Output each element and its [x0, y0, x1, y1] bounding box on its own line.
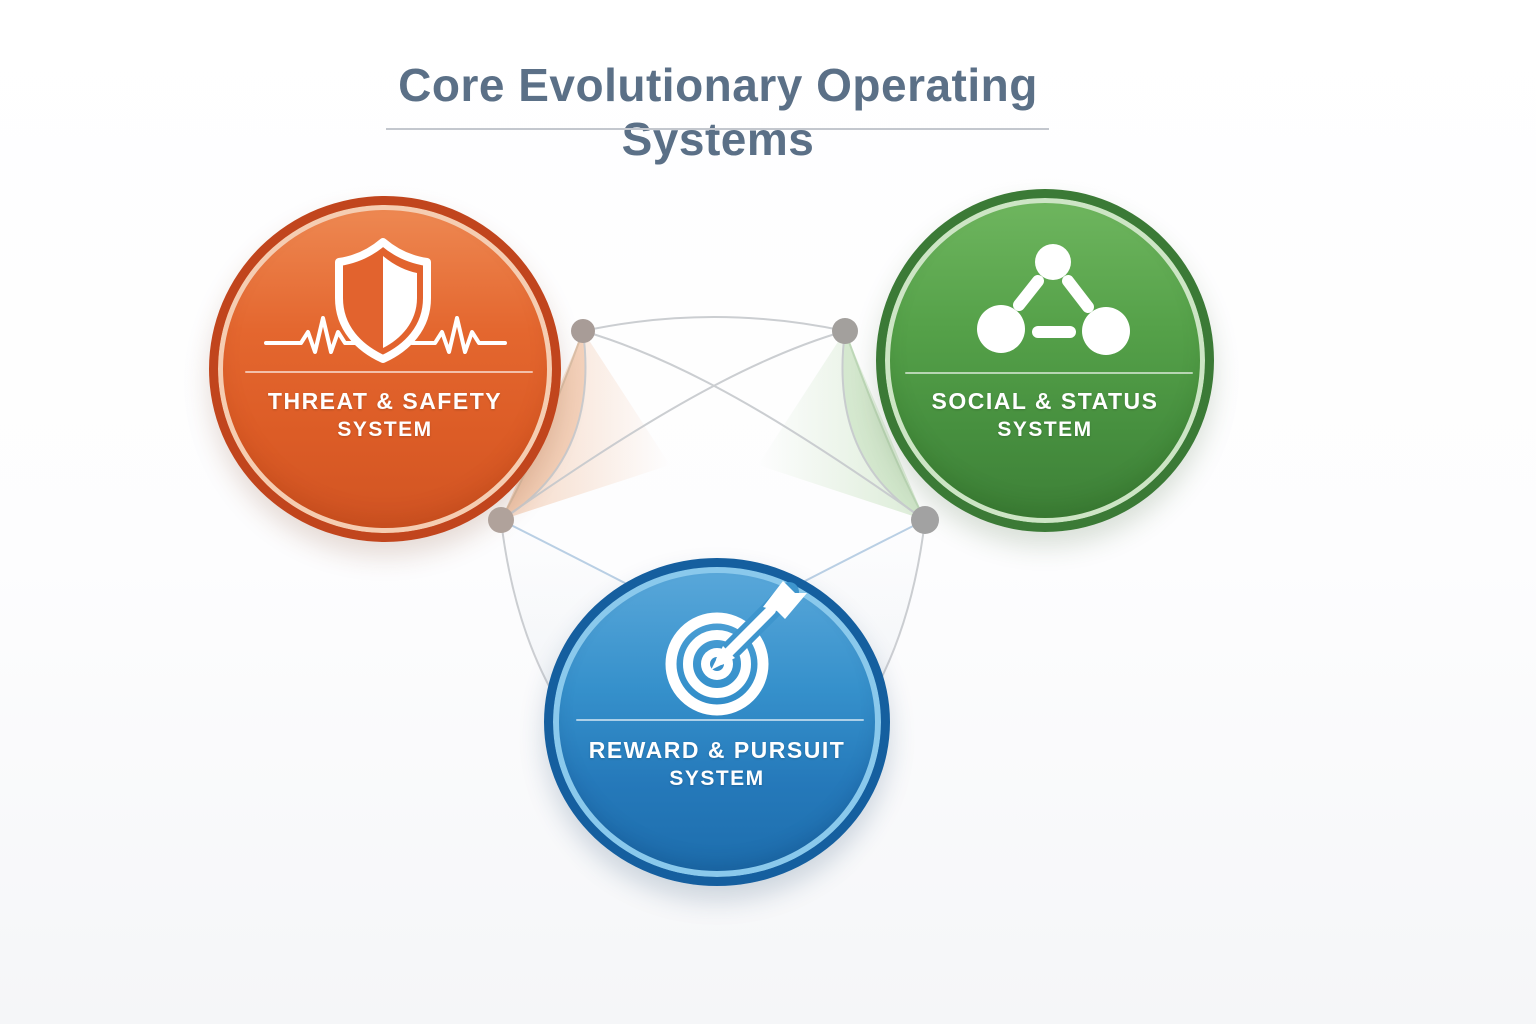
social-status-label: SOCIAL & STATUS SYSTEM: [885, 387, 1205, 443]
green-wedge-shape: [758, 331, 925, 520]
title-underline: [386, 128, 1049, 130]
threat-safety-label-line1: THREAT & SAFETY: [267, 388, 503, 414]
reward-pursuit-label-line1: REWARD & PURSUIT: [588, 737, 846, 763]
social-status-label-line2: SYSTEM: [997, 418, 1093, 441]
reward-divider: [576, 719, 864, 721]
threat-safety-label: THREAT & SAFETY SYSTEM: [218, 387, 552, 443]
threat-safety-label-line2: SYSTEM: [337, 418, 433, 441]
threat-safety-circle: THREAT & SAFETY SYSTEM: [209, 196, 561, 542]
reward-pursuit-label-line2: SYSTEM: [669, 767, 765, 790]
social-status-label-line1: SOCIAL & STATUS: [931, 388, 1159, 414]
social-divider: [905, 372, 1193, 374]
network-triangle-icon: [977, 244, 1130, 355]
social-status-circle: SOCIAL & STATUS SYSTEM: [876, 189, 1214, 532]
target-arrow-icon: [665, 581, 807, 716]
threat-divider: [245, 371, 533, 373]
reward-pursuit-label: REWARD & PURSUIT SYSTEM: [553, 736, 881, 792]
peach-wedge-shape: [501, 331, 670, 520]
page-title: Core Evolutionary Operating Systems: [398, 59, 1038, 165]
shield-heartbeat-icon: [264, 238, 507, 363]
reward-pursuit-circle: REWARD & PURSUIT SYSTEM: [544, 558, 890, 886]
